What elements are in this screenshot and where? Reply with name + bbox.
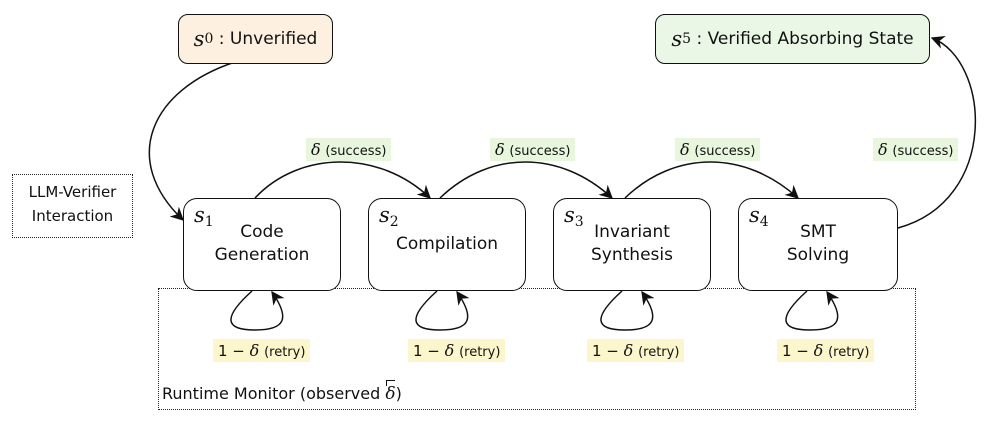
retry-label-s4: 1 − δ (retry): [777, 339, 875, 362]
runtime-monitor-region: [158, 288, 916, 410]
state-s4-id: s4: [749, 203, 769, 230]
interaction-line2: Interaction: [31, 207, 114, 225]
state-s0-label: : Unverified: [218, 29, 318, 49]
state-s3-id: s3: [564, 203, 584, 230]
state-s2-box: s2 Compilation: [368, 198, 526, 291]
state-s5-symbol: s: [671, 27, 683, 51]
success-label-s2-s3: δ (success): [490, 138, 576, 161]
state-s2-id: s2: [379, 203, 399, 230]
success-label-s1-s2: δ (success): [306, 138, 392, 161]
loop-s4: [785, 290, 840, 331]
state-s5-index: 5: [682, 31, 692, 47]
state-s2-name: Compilation: [395, 234, 499, 254]
arrow-s1-to-s2: [254, 161, 431, 199]
success-label-s4-s5: δ (success): [873, 138, 959, 161]
loop-s3: [600, 290, 655, 331]
loop-s1: [230, 290, 285, 331]
runtime-monitor-label: Runtime Monitor (observed δ): [162, 380, 402, 404]
retry-label-s3: 1 − δ (retry): [587, 339, 685, 362]
state-s1-id: s1: [194, 203, 214, 230]
arrow-s3-to-s4: [624, 161, 800, 199]
interaction-line1: LLM-Verifier: [28, 183, 117, 201]
runtime-monitor-symbol: δ: [385, 380, 396, 404]
loop-s2: [415, 290, 470, 331]
llm-verifier-interaction-label: LLM-Verifier Interaction: [12, 180, 133, 228]
arrow-s0-to-s1: [148, 61, 236, 221]
success-label-s3-s4: δ (success): [675, 138, 761, 161]
retry-label-s2: 1 − δ (retry): [408, 339, 506, 362]
arrow-s4-to-s5: [897, 36, 977, 229]
state-s0-index: 0: [204, 31, 214, 47]
state-s5-label: : Verified Absorbing State: [696, 29, 914, 49]
llm-verifier-interaction-box: [12, 174, 133, 238]
runtime-monitor-close: ): [395, 384, 402, 403]
runtime-monitor-text: Runtime Monitor (observed: [162, 384, 386, 403]
retry-label-s1: 1 − δ (retry): [213, 339, 311, 362]
arrow-s2-to-s3: [439, 161, 613, 199]
state-s0-symbol: s: [193, 27, 205, 51]
